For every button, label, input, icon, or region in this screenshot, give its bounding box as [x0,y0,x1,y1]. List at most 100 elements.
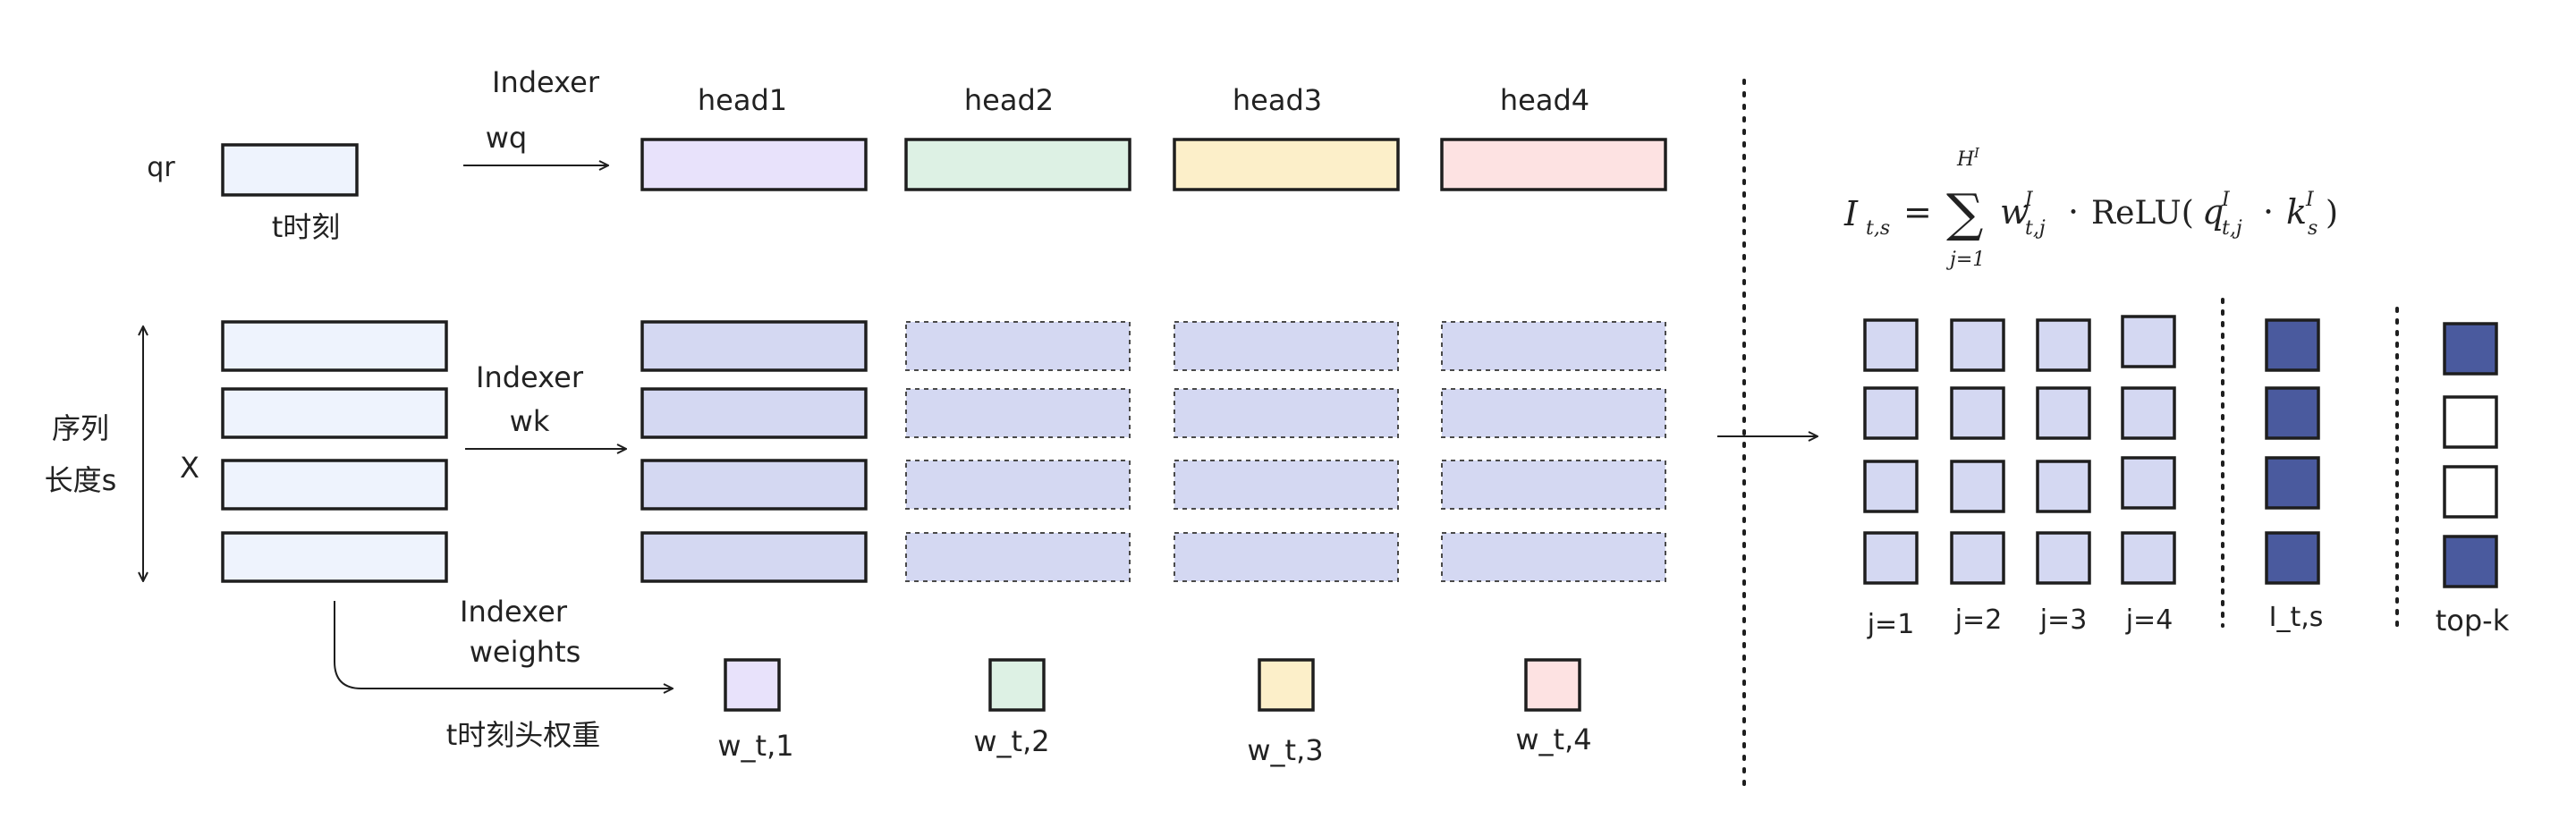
weight-label-1: w_t,1 [717,729,793,763]
query-head-1 [640,138,868,191]
score-cell [1950,318,2005,372]
indexer-wk-label-line1: Indexer [476,360,584,394]
formula-close-paren: ) [2326,195,2338,232]
key-head3-column [1174,321,1399,582]
score-column-label-3: j=3 [2039,604,2088,636]
weight-square-3 [1258,658,1315,712]
indexer-wq-label-line1: Indexer [492,65,600,99]
x-label: X [180,451,199,485]
topk-cell [2443,535,2498,588]
score-cell [2036,318,2091,372]
score-cell [2036,386,2091,440]
score-column-label-1: j=1 [1867,609,1915,640]
score-cell [1950,386,2005,440]
score-cell [1863,318,1919,372]
score-cell [2121,531,2176,585]
topk-cell [2443,322,2498,376]
formula-k: k [2286,192,2307,232]
formula-dot-1: · [2068,192,2079,232]
formula-equals: = [1903,192,1932,232]
key-head2-column [905,321,1131,582]
indexer-wk-label-line2: wk [510,404,550,438]
weight-label-3: w_t,3 [1247,733,1323,767]
x-row-2 [221,387,448,439]
score-cell [1863,460,1919,513]
key-head3-row-2 [1174,388,1399,438]
formula-q: q [2202,192,2224,232]
index-score-cell [2265,386,2320,440]
head-label-1: head1 [698,83,787,117]
head-label-4: head4 [1500,83,1589,117]
head-label-3: head3 [1233,83,1322,117]
key-head3-row-3 [1174,460,1399,510]
score-cell [1863,386,1919,440]
query-head-2 [904,138,1131,191]
formula-w: w [2000,192,2029,232]
indexer-weights-label-line1: Indexer [460,595,568,629]
key-head4-row-2 [1441,388,1666,438]
key-head2-row-2 [905,388,1131,438]
index-score-cell [2265,531,2320,585]
x-row-3 [221,459,448,511]
key-head4-row-4 [1441,532,1666,582]
x-row-1 [221,320,448,372]
score-cell [2121,456,2176,510]
formula-q-sup: I [2221,189,2231,211]
indexer-weights-label-line2: weights [470,635,581,669]
score-cell [2036,460,2091,513]
key-head4-row-1 [1441,321,1666,371]
score-cell [1950,460,2005,513]
score-cell [1863,531,1919,585]
key-head1-row-2 [640,387,868,439]
formula-sum-bottom: j=1 [1945,249,1985,271]
key-head4-column [1441,321,1666,582]
index-score-cell [2265,456,2320,510]
t-moment-label: t时刻 [272,210,341,244]
formula-sum: ∑ [1946,182,1983,243]
formula-lhs: I [1843,194,1859,233]
key-head3-row-1 [1174,321,1399,371]
formula-sum-top: H [1956,148,1975,171]
topk-column [2443,322,2498,588]
formula-k-sub: s [2308,217,2318,240]
key-head3-row-4 [1174,532,1399,582]
topk-cell [2443,395,2498,449]
formula-k-sup: I [2305,189,2315,211]
head-score-grid [1863,315,2176,585]
key-head2-row-3 [905,460,1131,510]
qr-vector [221,143,359,197]
weights-arrow [334,601,673,689]
weight-square-2 [988,658,1046,712]
query-head-3 [1173,138,1400,191]
score-cell [2121,386,2176,440]
formula-relu: ReLU( [2091,195,2194,232]
key-head4-row-3 [1441,460,1666,510]
query-head-4 [1440,138,1667,191]
qr-label: qr [147,152,175,183]
formula-lhs-sub: t,s [1866,217,1890,240]
sequence-length-label-line2: 长度s [45,463,117,497]
key-head1-row-4 [640,531,868,583]
score-column-label-4: j=4 [2125,604,2174,636]
formula-w-sup: I [2024,189,2034,211]
formula-dot-2: · [2263,192,2274,232]
index-score-column [2265,318,2320,585]
indexer-wq-label-line2: wq [486,121,527,155]
x-row-4 [221,531,448,583]
score-cell [2036,531,2091,585]
formula-w-sub: t,j [2025,217,2046,240]
key-head1-row-1 [640,320,868,372]
formula-q-sub: t,j [2222,217,2242,240]
sequence-length-label-line1: 序列 [52,411,109,445]
index-score-label: I_t,s [2269,602,2324,633]
index-score-cell [2265,318,2320,372]
index-score-formula: I t,s = ∑ H I j=1 w I t,j · ReLU( q I t,… [1843,145,2338,271]
key-head2-row-1 [905,321,1131,371]
key-head1-row-3 [640,459,868,511]
head-label-2: head2 [964,83,1054,117]
topk-label: top-k [2436,604,2510,638]
topk-cell [2443,465,2498,519]
weight-square-1 [724,658,781,712]
key-head2-row-4 [905,532,1131,582]
